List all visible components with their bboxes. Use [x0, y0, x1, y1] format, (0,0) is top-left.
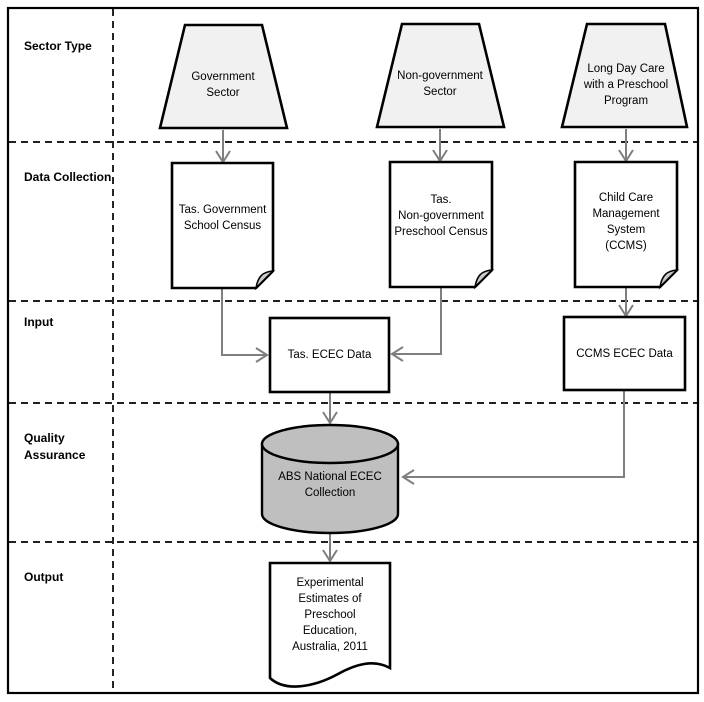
longdaycare-sector-trapezoid [560, 22, 689, 129]
arrowhead [255, 347, 269, 363]
row-label-input: Input [24, 315, 54, 329]
output-publication-document [268, 561, 392, 688]
arrowhead [322, 549, 338, 563]
arrow-govcensus-to-tasdata [221, 289, 266, 356]
ccms-document [573, 160, 679, 289]
row-label-data-collection: Data Collection [24, 170, 112, 184]
arrow-ccmsdata-to-abs [404, 391, 625, 478]
folded-corner [473, 269, 495, 290]
folded-corner [658, 269, 680, 290]
arrowhead [390, 346, 404, 362]
government-sector-trapezoid [158, 23, 289, 130]
tas-ecec-data-rect [268, 316, 391, 394]
abs-collection-cylinder-top [260, 423, 400, 465]
gov-school-census-document [170, 161, 275, 290]
folded-corner [254, 270, 276, 291]
abs-collection-cylinder-body [260, 442, 400, 535]
row-label-sector-type: Sector Type [24, 39, 92, 53]
nongovernment-sector-trapezoid [375, 22, 506, 129]
nongov-preschool-census-document [388, 160, 494, 289]
row-label-quality-assurance: Quality Assurance [24, 431, 86, 462]
arrowhead [322, 411, 338, 425]
ccms-ecec-data-rect [562, 315, 687, 392]
row-label-output: Output [24, 570, 64, 584]
arrowhead [401, 469, 415, 485]
outer-border [6, 6, 700, 695]
arrow-nongovcensus-to-tasdata [393, 288, 442, 355]
